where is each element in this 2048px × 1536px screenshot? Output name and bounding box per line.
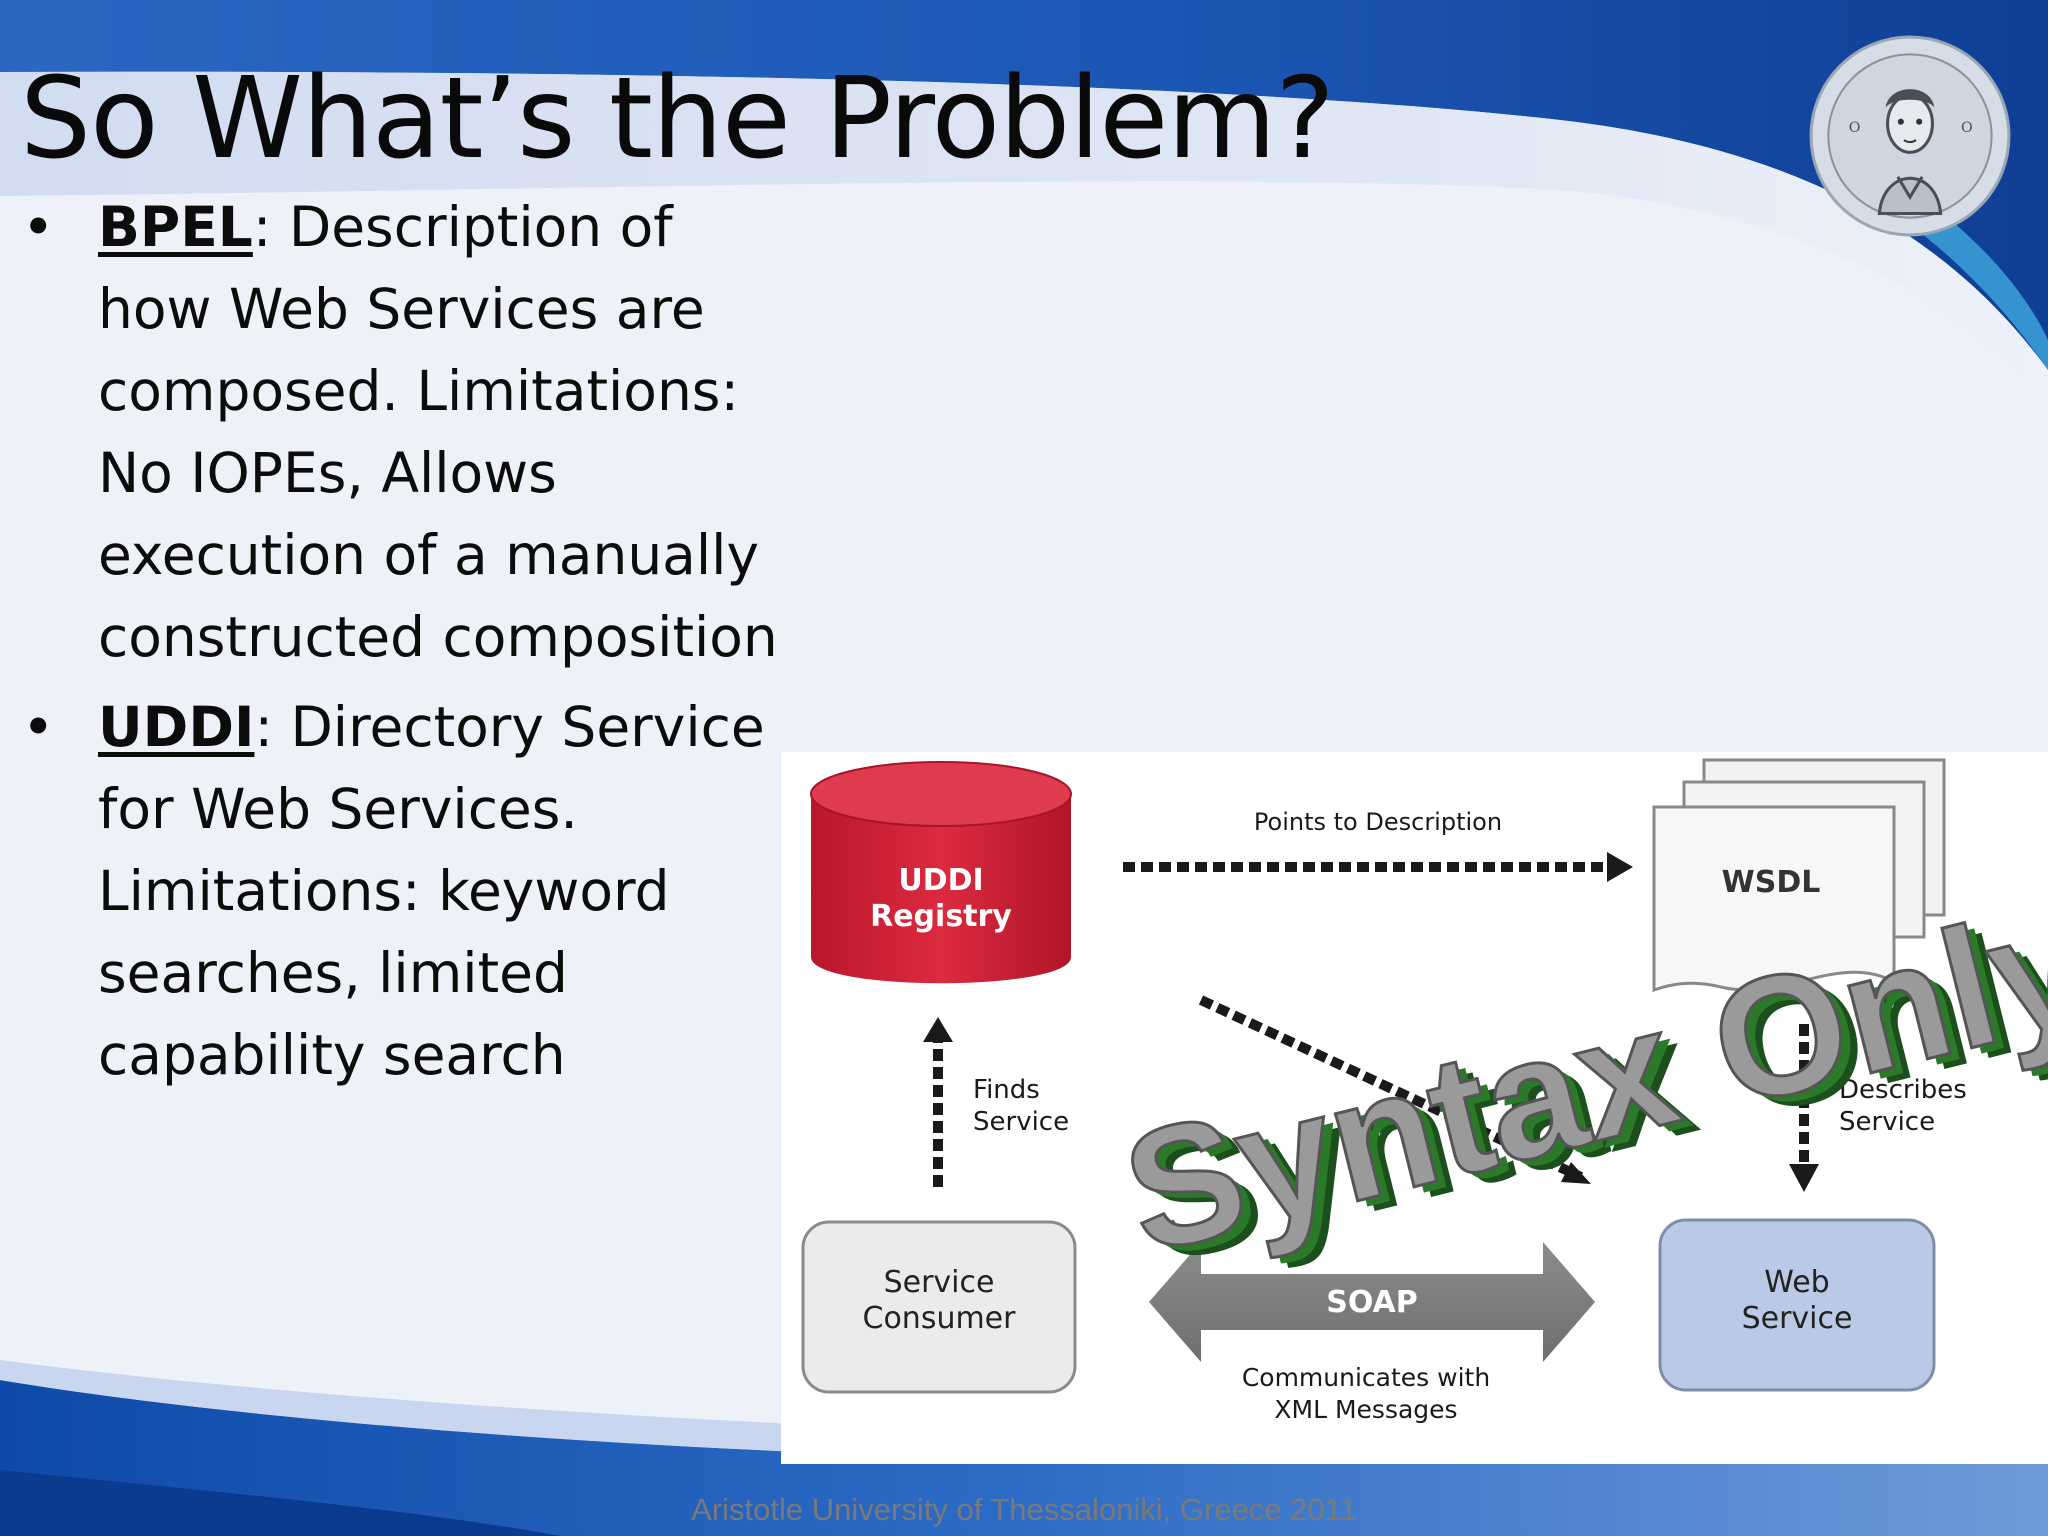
soap-double-arrow [1149,1242,1595,1362]
communicates-label-line2: XML Messages [1274,1395,1457,1424]
describes-service-label-line1: Describes [1839,1075,1967,1105]
diagonal-arrow-line [1198,995,1584,1182]
bullet-item-uddi: • UDDI: Directory Service for Web Servic… [20,686,790,1096]
uddi-registry-cylinder [810,761,1072,984]
diagonal-arrowhead [1561,1162,1591,1184]
svg-text:Ο: Ο [1961,120,1973,136]
points-to-description-arrowhead [1607,852,1633,882]
bullet-item-bpel: • BPEL: Description of how Web Services … [20,186,790,678]
bullet-list: • BPEL: Description of how Web Services … [20,186,790,1104]
page-title: So What’s the Problem? [20,54,1335,184]
finds-service-arrowhead [923,1017,953,1042]
university-seal-icon: Ο Ο [1809,35,2011,237]
points-to-description-label: Points to Description [1254,808,1502,836]
bullet-term: UDDI [98,695,255,759]
web-service-label-line1: Web [1764,1265,1829,1300]
soa-diagram-svg: UDDI Registry Points to Description WSDL… [801,758,2048,1424]
bullet-text: : Directory Service for Web Services. Li… [98,695,765,1087]
service-consumer-box [801,1220,1077,1394]
describes-service-arrowhead [1789,1164,1819,1192]
bullet-marker: • [22,695,55,759]
svg-text:Ο: Ο [1849,120,1861,136]
communicates-label-line1: Communicates with [1242,1363,1490,1392]
bullet-text: : Description of how Web Services are co… [98,195,778,669]
describes-service-label-line2: Service [1839,1107,1935,1137]
partial-label: ce [1461,1081,1491,1111]
finds-service-label-line2: Service [973,1107,1069,1137]
finds-service-label-line1: Finds [973,1075,1040,1105]
wsdl-label: WSDL [1722,865,1821,900]
service-consumer-label-line1: Service [884,1265,995,1300]
bullet-marker: • [22,195,55,259]
soap-label: SOAP [1326,1285,1418,1320]
registry-label-line1: UDDI [898,863,983,898]
registry-label-line2: Registry [870,899,1012,934]
soa-diagram: UDDI Registry Points to Description WSDL… [781,752,2048,1464]
footer-text: Aristotle University of Thessaloniki, Gr… [691,1492,1357,1527]
bullet-term: BPEL [98,195,253,259]
web-service-box [1658,1218,1936,1392]
service-consumer-label-line2: Consumer [863,1301,1017,1336]
web-service-label-line2: Service [1742,1301,1853,1336]
wsdl-document-stack [1652,758,1946,993]
